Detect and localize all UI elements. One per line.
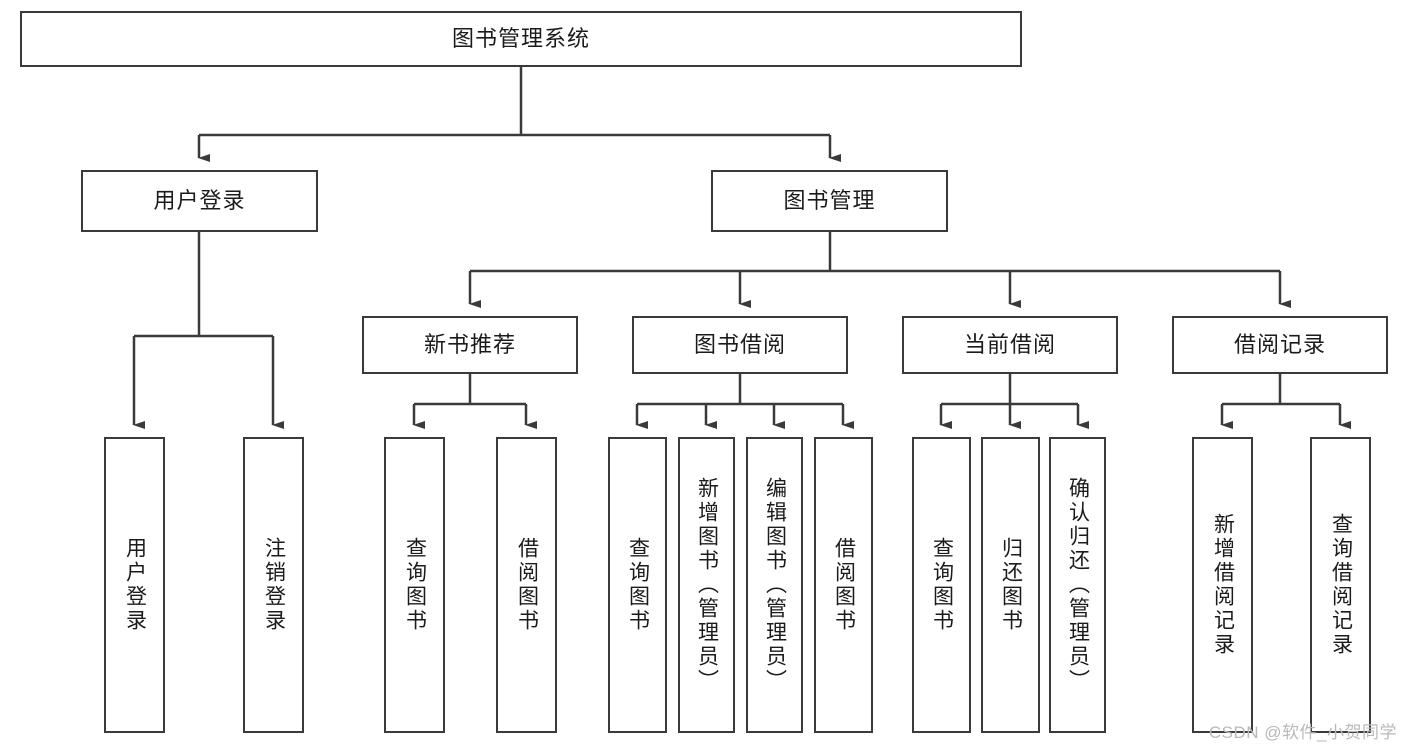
node-current-borrow[interactable]: 当前借阅 (902, 316, 1118, 374)
leaf-current-confirm-return-admin[interactable]: 确认归还（管理员） (1049, 437, 1106, 733)
node-label: 图书借阅 (693, 332, 786, 358)
node-label: 查询图书 (930, 537, 954, 633)
node-label: 图书管理 (783, 188, 876, 214)
leaf-borrow-borrow-book[interactable]: 借阅图书 (814, 437, 873, 733)
leaf-user-login-signout[interactable]: 注销登录 (243, 437, 304, 733)
node-label: 编辑图书（管理员） (763, 477, 787, 693)
node-label: 借阅图书 (515, 537, 539, 633)
leaf-record-add-record[interactable]: 新增借阅记录 (1192, 437, 1253, 733)
node-label: 借阅记录 (1233, 332, 1326, 358)
node-label: 查询借阅记录 (1329, 513, 1353, 657)
leaf-current-query-book[interactable]: 查询图书 (912, 437, 971, 733)
node-book-management[interactable]: 图书管理 (711, 170, 948, 232)
node-book-borrow[interactable]: 图书借阅 (632, 316, 848, 374)
leaf-user-login-signin[interactable]: 用户登录 (104, 437, 165, 733)
node-label: 用户登录 (153, 188, 246, 214)
leaf-record-query-record[interactable]: 查询借阅记录 (1310, 437, 1371, 733)
leaf-borrow-query-book[interactable]: 查询图书 (608, 437, 667, 733)
node-label: 查询图书 (626, 537, 650, 633)
node-label: 借阅图书 (832, 537, 856, 633)
node-root-system[interactable]: 图书管理系统 (20, 11, 1022, 67)
node-borrow-record[interactable]: 借阅记录 (1172, 316, 1388, 374)
node-label: 新增借阅记录 (1211, 513, 1235, 657)
node-label: 归还图书 (999, 537, 1023, 633)
leaf-borrow-edit-book-admin[interactable]: 编辑图书（管理员） (746, 437, 803, 733)
leaf-current-return-book[interactable]: 归还图书 (981, 437, 1040, 733)
node-label: 注销登录 (262, 537, 286, 633)
node-label: 当前借阅 (963, 332, 1056, 358)
leaf-borrow-add-book-admin[interactable]: 新增图书（管理员） (678, 437, 735, 733)
node-label: 用户登录 (123, 537, 147, 633)
node-label: 确认归还（管理员） (1066, 477, 1090, 693)
node-label: 查询图书 (403, 537, 427, 633)
leaf-recommend-query-book[interactable]: 查询图书 (384, 437, 445, 733)
node-label: 图书管理系统 (451, 26, 590, 52)
csdn-watermark: CSDN @软件_小贺同学 (1208, 723, 1397, 742)
node-label: 新书推荐 (423, 332, 516, 358)
node-label: 新增图书（管理员） (695, 477, 719, 693)
node-new-book-recommend[interactable]: 新书推荐 (362, 316, 578, 374)
node-user-login[interactable]: 用户登录 (81, 170, 318, 232)
leaf-recommend-borrow-book[interactable]: 借阅图书 (496, 437, 557, 733)
